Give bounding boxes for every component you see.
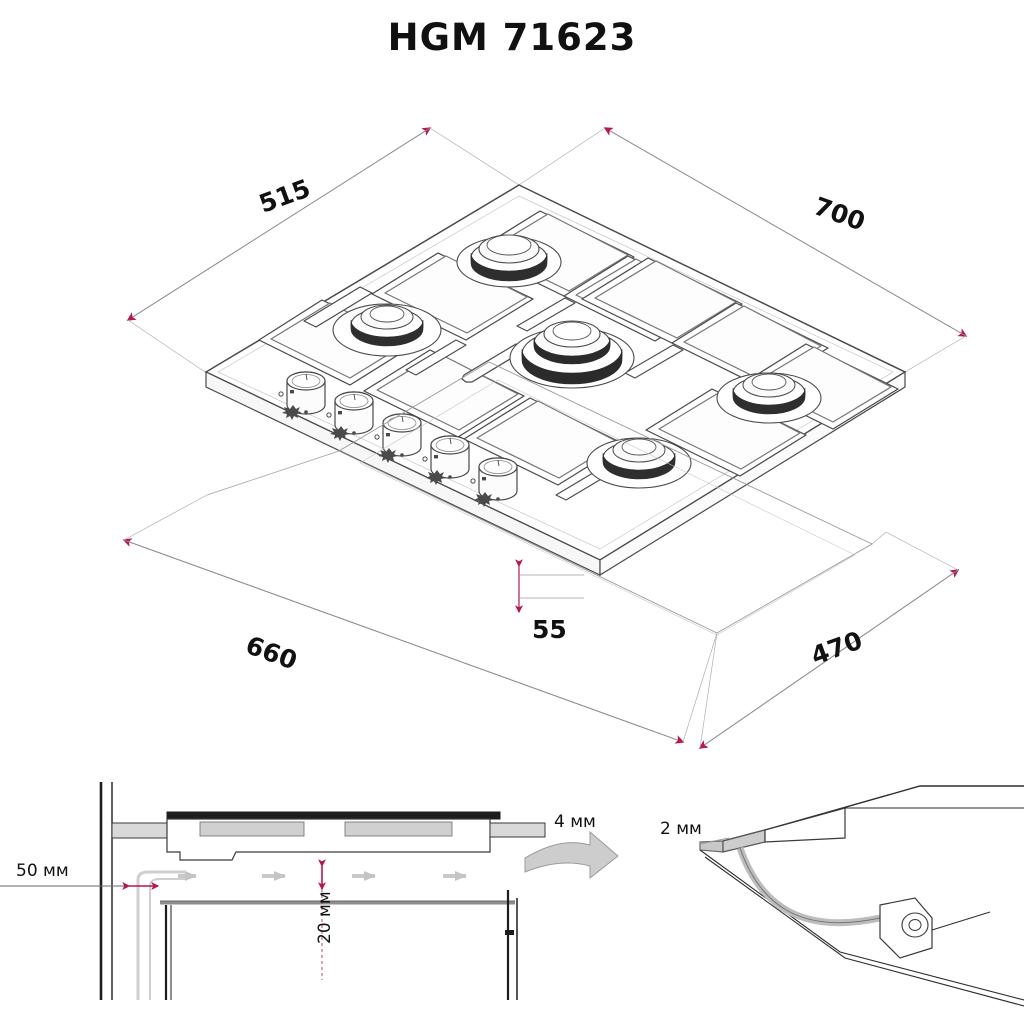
burner-rear-left <box>332 303 442 357</box>
installation-cross-section <box>0 782 619 1000</box>
burner-right <box>716 372 822 424</box>
mm-labels: 50 мм 20 мм 4 мм 2 мм <box>16 812 702 944</box>
dimension-label-55: 55 <box>532 615 567 644</box>
flame-symbol-2 <box>326 411 356 441</box>
dimension-frame-top <box>126 127 968 337</box>
knob-5 <box>478 457 518 501</box>
extension-lines-top <box>127 127 967 373</box>
flame-symbols <box>278 390 500 507</box>
dimension-label-470: 470 <box>807 626 866 671</box>
label-2mm: 2 мм <box>660 819 702 839</box>
extension-lines-bottom <box>123 450 959 749</box>
flame-symbol-1 <box>278 390 308 420</box>
knob-3 <box>382 413 422 457</box>
dim-line-515-b <box>126 127 431 321</box>
label-50mm: 50 мм <box>16 861 69 881</box>
control-knobs <box>286 371 518 501</box>
callout-arrow-4mm <box>524 830 619 880</box>
burner-front <box>586 437 692 489</box>
dimension-label-660: 660 <box>242 630 301 675</box>
flame-symbol-4 <box>422 455 452 485</box>
dimension-frame-bottom <box>122 538 960 749</box>
flame-symbol-3 <box>374 433 404 463</box>
grate-front-right <box>645 343 899 477</box>
label-4mm: 4 мм <box>554 812 596 832</box>
knob-2 <box>334 391 374 435</box>
dim-line-470-b <box>698 569 959 749</box>
flame-symbol-5 <box>470 477 500 507</box>
burner-rear-center <box>456 234 562 288</box>
dim-55-group <box>515 559 584 614</box>
pan-support-grates <box>258 210 899 501</box>
dimension-label-700: 700 <box>810 191 869 236</box>
label-20mm: 20 мм <box>315 891 335 944</box>
page-title: HGM 71623 <box>387 16 637 59</box>
dim-line-700-b <box>603 127 967 337</box>
burner-center-wok <box>509 320 635 389</box>
knob-4 <box>430 435 470 479</box>
edge-clip-mounting-detail <box>699 785 1024 1007</box>
dim-line-660-b <box>123 539 685 744</box>
dimension-label-515: 515 <box>255 174 314 219</box>
